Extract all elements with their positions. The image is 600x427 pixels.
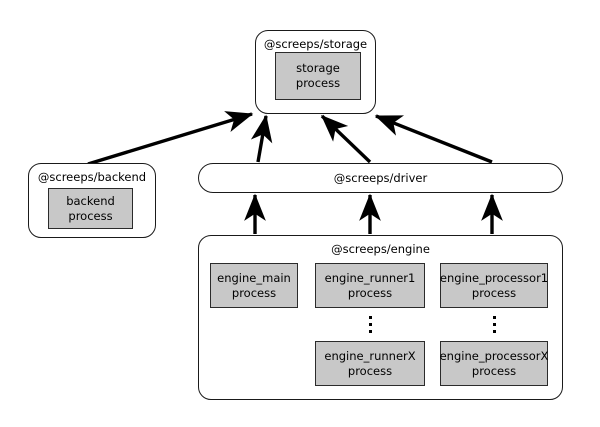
process-name-line1: engine_processorX bbox=[439, 348, 549, 363]
process-name-line1: engine_runnerX bbox=[324, 348, 416, 363]
process-name-line1: engine_processor1 bbox=[439, 270, 549, 285]
ellipsis-dot bbox=[368, 316, 372, 319]
process-name-line2: process bbox=[231, 285, 277, 300]
package-engine-title: @screeps/engine bbox=[331, 242, 430, 256]
ellipsis-dot bbox=[368, 330, 372, 333]
process-name-line1: engine_main bbox=[217, 270, 291, 285]
ellipsis-dot bbox=[492, 330, 496, 333]
process-name-line2: process bbox=[68, 208, 113, 223]
arrow-driver-to-storage-left bbox=[250, 114, 273, 163]
vertical-ellipsis-icon-runner bbox=[365, 316, 375, 333]
vertical-ellipsis-icon-processor bbox=[489, 316, 499, 333]
process-name-line1: engine_runner1 bbox=[324, 270, 416, 285]
process-box-engine-processor1[interactable]: engine_processor1 process bbox=[440, 263, 548, 308]
process-name-line2: process bbox=[295, 76, 341, 90]
process-box-backend[interactable]: backend process bbox=[48, 188, 133, 229]
ellipsis-dot bbox=[492, 323, 496, 326]
ellipsis-dot bbox=[492, 316, 496, 319]
package-driver-title: @screeps/driver bbox=[333, 171, 428, 185]
process-name-line2: process bbox=[471, 363, 517, 378]
process-name-line2: process bbox=[471, 285, 517, 300]
package-storage-title: @screeps/storage bbox=[263, 37, 368, 51]
process-box-engine-main[interactable]: engine_main process bbox=[210, 263, 298, 308]
process-name-line1: storage bbox=[296, 61, 340, 75]
process-name-line2: process bbox=[347, 363, 393, 378]
ellipsis-dot bbox=[368, 323, 372, 326]
package-driver[interactable]: @screeps/driver bbox=[198, 163, 563, 193]
arrow-driver-to-storage-center bbox=[320, 114, 372, 164]
process-box-storage[interactable]: storage process bbox=[275, 52, 361, 100]
process-name-line2: process bbox=[347, 285, 393, 300]
process-box-engine-processorx[interactable]: engine_processorX process bbox=[440, 341, 548, 386]
process-box-engine-runner1[interactable]: engine_runner1 process bbox=[315, 263, 425, 308]
process-name-line1: backend bbox=[66, 193, 115, 208]
arrow-backend-to-storage bbox=[87, 111, 254, 166]
package-backend-title: @screeps/backend bbox=[37, 170, 147, 184]
process-box-engine-runnerx[interactable]: engine_runnerX process bbox=[315, 341, 425, 386]
arrow-driver-to-storage-right bbox=[374, 114, 493, 164]
